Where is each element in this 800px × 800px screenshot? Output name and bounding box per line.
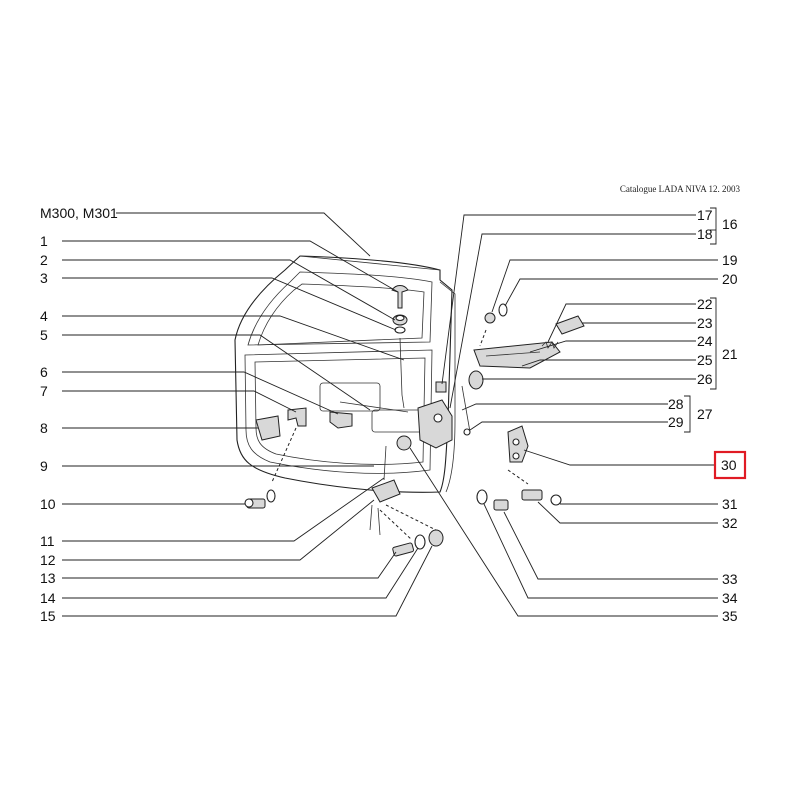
- model-label: M300, M301: [40, 205, 118, 221]
- part-11-rod: [383, 445, 387, 481]
- catalogue-caption: Catalogue LADA NIVA 12. 2003: [620, 184, 741, 194]
- callout-4: 4: [40, 308, 48, 324]
- part-10-screw: [244, 498, 266, 509]
- callout-29: 29: [668, 414, 684, 430]
- callout-24: 24: [697, 333, 713, 349]
- callout-10: 10: [40, 496, 56, 512]
- part-8-bezel: [255, 415, 281, 441]
- part-15-bushing: [428, 529, 444, 547]
- callout-33: 33: [722, 571, 738, 587]
- callout-6: 6: [40, 364, 48, 380]
- callout-30-highlight-box: [713, 450, 747, 480]
- part-16-lock: [417, 381, 453, 449]
- callout-23: 23: [697, 315, 713, 331]
- callout-8: 8: [40, 420, 48, 436]
- part-30-striker: [507, 425, 529, 463]
- callout-32: 32: [722, 515, 738, 531]
- part-3-washer: [394, 326, 406, 334]
- leader-lines: [62, 212, 718, 617]
- part-19-nut: [484, 312, 496, 324]
- part-14-washer: [414, 534, 426, 550]
- callout-1: 1: [40, 233, 48, 249]
- callout-21: 21: [722, 346, 738, 362]
- part-2-bushing: [392, 314, 408, 326]
- part-10-washer: [266, 489, 276, 503]
- part-13-screw: [392, 542, 415, 557]
- part-7-handle: [287, 407, 307, 427]
- callout-28: 28: [668, 396, 684, 412]
- part-12-lock-cylinder: [369, 479, 401, 536]
- part-23-button: [555, 315, 585, 335]
- part-4-rod: [399, 337, 405, 409]
- callout-3: 3: [40, 270, 48, 286]
- callout-7: 7: [40, 383, 48, 399]
- callout-34: 34: [722, 590, 738, 606]
- callout-27: 27: [697, 406, 713, 422]
- callout-12: 12: [40, 552, 56, 568]
- callout-17: 17: [697, 207, 713, 223]
- callout-labels: M300, M301 1 2 3 4 5 6 7 8 9 10 11 12 13…: [40, 205, 747, 624]
- part-20-washer: [498, 303, 508, 317]
- callout-22: 22: [697, 296, 713, 312]
- part-6-inner-handle: [329, 411, 353, 429]
- callout-26: 26: [697, 371, 713, 387]
- part-22-spring: [541, 341, 559, 349]
- callout-16: 16: [722, 216, 738, 232]
- callout-18: 18: [697, 226, 713, 242]
- callout-19: 19: [722, 252, 738, 268]
- part-5-rod: [339, 401, 409, 413]
- callout-15: 15: [40, 608, 56, 624]
- callout-30: 30: [721, 457, 737, 473]
- part-34-washer: [476, 489, 488, 505]
- part-32-screw: [521, 489, 543, 501]
- callout-13: 13: [40, 570, 56, 586]
- callout-31: 31: [722, 496, 738, 512]
- callout-5: 5: [40, 327, 48, 343]
- assembly-dash-lines: [271, 329, 529, 541]
- callout-20: 20: [722, 271, 738, 287]
- brackets: [684, 207, 717, 433]
- part-33-screw: [493, 499, 509, 511]
- part-31-washer: [550, 494, 562, 506]
- part-27-check-strap: [461, 370, 484, 436]
- part-35-stop: [396, 435, 412, 451]
- callout-9: 9: [40, 458, 48, 474]
- callout-11: 11: [40, 533, 55, 549]
- callout-25: 25: [697, 352, 713, 368]
- callout-14: 14: [40, 590, 56, 606]
- callout-35: 35: [722, 608, 738, 624]
- callout-2: 2: [40, 252, 48, 268]
